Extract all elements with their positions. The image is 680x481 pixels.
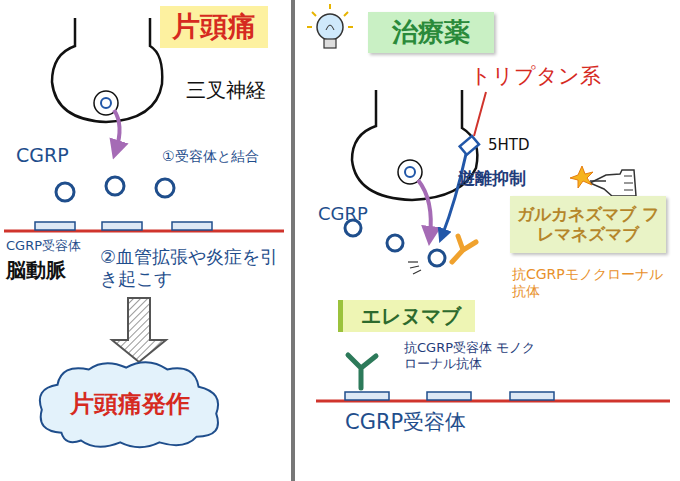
vesicle-core	[405, 167, 415, 177]
bulb-icon	[307, 4, 353, 48]
node-text: ガルカネズマブ フレマネズマブ	[516, 204, 660, 245]
result-arrow	[112, 298, 166, 362]
node-text: 片頭痛発作	[70, 390, 190, 419]
triptan-leader	[474, 92, 486, 136]
cgrp-molecules	[56, 177, 174, 201]
title-box: 片頭痛	[160, 6, 268, 48]
molecule-label: CGRP	[16, 144, 69, 167]
node-text: 片頭痛	[172, 10, 256, 44]
attack-cloud: 片頭痛発作	[32, 356, 228, 452]
release-arrow	[114, 110, 120, 150]
action-label: 遊離抑制	[458, 168, 526, 188]
step-note: ①受容体と結合	[162, 148, 259, 165]
drug-description: 抗CGRP受容体 モノクローナル抗体	[404, 340, 538, 371]
nerve-terminal	[52, 18, 162, 122]
panel-divider	[291, 0, 295, 481]
nerve-label: 三叉神経	[186, 78, 266, 102]
vesicle-core	[101, 98, 111, 108]
node-text: エレヌマブ	[361, 304, 461, 328]
drug-label: エレヌマブ	[338, 300, 475, 332]
pointing-hand	[570, 166, 636, 196]
release-arrow	[418, 180, 431, 236]
cgrp-molecules	[345, 220, 445, 266]
molecule-label: CGRP	[318, 203, 368, 225]
title-box: 治療薬	[368, 12, 494, 53]
5ht-receptor	[460, 136, 479, 155]
step-note: ②血管拡張や炎症を引き起こす	[100, 246, 280, 289]
drug-note: ガルカネズマブ フレマネズマブ	[510, 196, 666, 253]
drug-class-label: トリプタン系	[470, 64, 601, 89]
receptor-label: CGRP受容体	[6, 238, 81, 254]
anti-receptor-antibody	[348, 355, 376, 388]
inhibit-arrow	[442, 154, 466, 236]
drug-description: 抗CGRPモノクローナル抗体	[512, 266, 672, 300]
receptor-name: 5HTD	[488, 136, 530, 154]
receptors	[345, 392, 554, 400]
receptor-label: CGRP受容体	[345, 410, 466, 435]
artery-label: 脳動脈	[6, 258, 66, 282]
node-text: 治療薬	[392, 17, 470, 48]
anti-cgrp-antibody	[452, 236, 476, 262]
receptors	[35, 222, 212, 230]
bind-burst	[408, 262, 421, 274]
